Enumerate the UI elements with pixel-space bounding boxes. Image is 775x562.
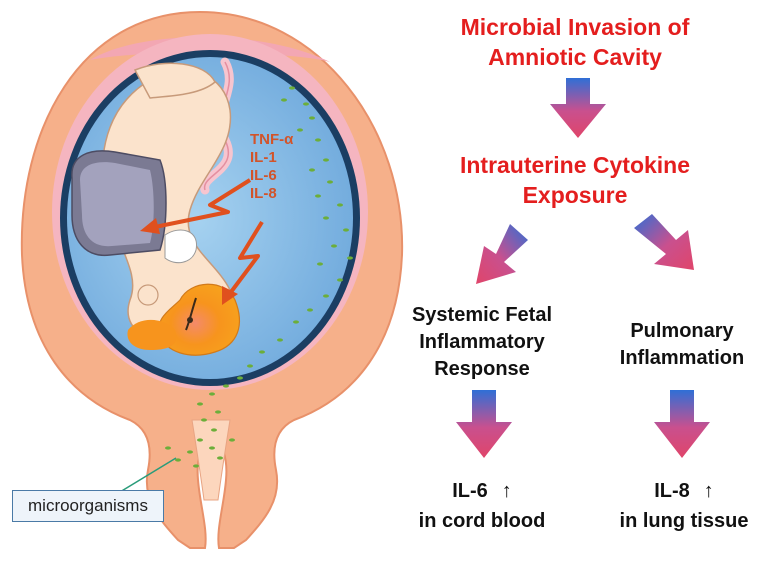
il6-increase-icon: ↑ xyxy=(501,480,512,502)
cytokine-list: TNF-α IL-1 IL-6 IL-8 xyxy=(250,131,310,203)
microorganisms-label: microorganisms xyxy=(12,490,164,522)
left-line-3: Response xyxy=(434,358,530,380)
il6-marker: IL-6 xyxy=(452,480,488,502)
systemic-response-step: Systemic Fetal Inflammatory Response xyxy=(382,302,582,383)
cytokine-il-8: IL-8 xyxy=(250,185,277,202)
cytokine-il-6: IL-6 xyxy=(250,167,277,184)
title-line-1: Microbial Invasion of xyxy=(460,14,690,40)
callout-line xyxy=(119,457,177,493)
cytokine-arrows xyxy=(140,178,264,305)
il8-site: in lung tissue xyxy=(619,510,749,532)
flow-arrow-3-right xyxy=(654,390,710,458)
il8-increase-icon: ↑ xyxy=(703,480,714,502)
il6-site: in cord blood xyxy=(418,510,546,532)
flow-arrow-2-right xyxy=(634,214,694,270)
step2-line-1: Intrauterine Cytokine xyxy=(459,152,691,178)
il6-result: IL-6 ↑ in cord blood xyxy=(382,476,582,536)
cytokine-tnf-alpha: TNF-α xyxy=(250,131,294,148)
cytokine-exposure-step: Intrauterine Cytokine Exposure xyxy=(420,150,730,210)
il8-result: IL-8 ↑ in lung tissue xyxy=(596,476,772,536)
flow-arrow-3-left xyxy=(456,390,512,458)
left-line-2: Inflammatory xyxy=(419,331,545,353)
microbes xyxy=(165,86,353,468)
right-line-1: Pulmonary xyxy=(630,320,734,342)
title-line-2: Amniotic Cavity xyxy=(488,44,662,70)
flow-arrow-2-left xyxy=(476,224,528,284)
flow-arrow-1 xyxy=(550,78,606,138)
pulmonary-inflammation-step: Pulmonary Inflammation xyxy=(592,318,772,372)
cytokine-il-1: IL-1 xyxy=(250,149,277,166)
microorganisms-label-text: microorganisms xyxy=(28,496,148,515)
title-step: Microbial Invasion of Amniotic Cavity xyxy=(420,12,730,72)
step2-line-2: Exposure xyxy=(522,182,628,208)
left-line-1: Systemic Fetal xyxy=(411,304,553,326)
right-line-2: Inflammation xyxy=(619,347,745,369)
il8-marker: IL-8 xyxy=(654,480,690,502)
